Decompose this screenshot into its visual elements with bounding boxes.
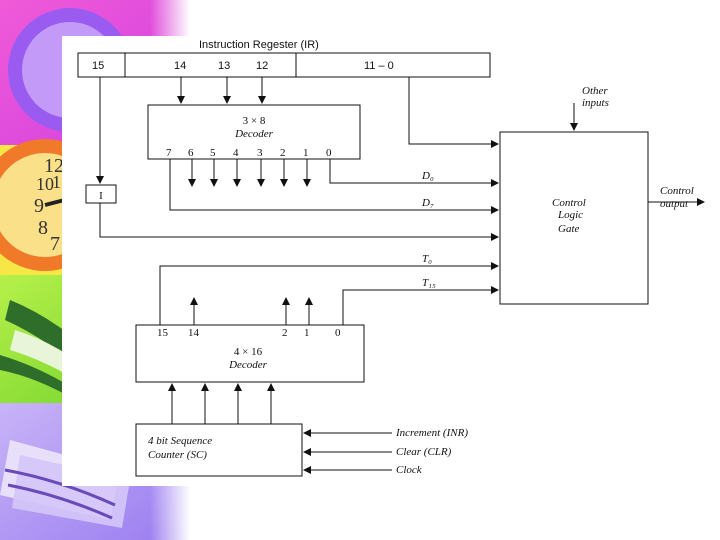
svg-text:12: 12 — [44, 155, 64, 177]
svg-text:10: 10 — [36, 174, 54, 194]
decoder-4x16-output-14: 14 — [188, 327, 200, 339]
increment-input-label: Increment (INR) — [395, 427, 468, 439]
decoder-4x16-output-1: 1 — [304, 327, 310, 339]
i-flipflop-label: I — [99, 190, 103, 202]
decoder-3x8-title: Decoder — [234, 128, 274, 140]
decoder-3x8-output-4: 4 — [233, 147, 239, 159]
clock-input-label: Clock — [396, 464, 423, 476]
ir-title: Instruction Regester (IR) — [199, 39, 319, 51]
signal-t15-label: T₁₅ — [422, 277, 436, 289]
papers-icon — [0, 440, 130, 528]
decoder-3x8-output-3: 3 — [257, 147, 263, 159]
control-output-label-line2: output — [660, 198, 689, 210]
decoder-4x16-output-0: 0 — [335, 327, 341, 339]
svg-text:9: 9 — [34, 195, 44, 217]
sequence-counter-box — [135, 423, 303, 477]
decoder-4x16-size: 4 × 16 — [234, 346, 263, 358]
i-flipflop-box — [85, 184, 117, 204]
ir-bit-14: 14 — [174, 60, 186, 72]
decoder-4x16-box — [135, 324, 365, 383]
decoder-4x16-output-15: 15 — [157, 327, 169, 339]
ir-bit-15: 15 — [92, 60, 104, 72]
clear-input-label: Clear (CLR) — [396, 446, 452, 458]
control-unit-diagram: Instruction Regester (IR) 15 14 13 12 11… — [77, 39, 705, 477]
ir-bit-12: 12 — [256, 60, 268, 72]
decoder-4x16-title: Decoder — [228, 359, 268, 371]
decoder-3x8-output-1: 1 — [303, 147, 309, 159]
sequence-counter-title-line1: 4 bit Sequence — [148, 435, 212, 447]
signal-t0-label: T₀ — [422, 253, 432, 265]
svg-text:7: 7 — [50, 233, 60, 255]
decoder-3x8-size: 3 × 8 — [243, 115, 266, 127]
signal-d7-label: D₇ — [421, 197, 434, 209]
decoder-3x8-output-7: 7 — [166, 147, 172, 159]
control-logic-title-line1: Control — [552, 197, 586, 209]
control-logic-gate-box — [499, 131, 649, 305]
ir-bits-11-0: 11 – 0 — [364, 60, 394, 72]
svg-text:8: 8 — [38, 217, 48, 239]
control-logic-title-line3: Gate — [558, 223, 580, 235]
control-output-label-line1: Control — [660, 185, 694, 197]
other-inputs-label-line2: inputs — [582, 97, 609, 109]
decoder-3x8-output-6: 6 — [188, 147, 194, 159]
diagram-card: Instruction Regester (IR) 15 14 13 12 11… — [62, 36, 720, 486]
decoder-4x16-output-2: 2 — [282, 327, 288, 339]
decoder-3x8-box — [147, 104, 361, 160]
decoder-3x8-output-5: 5 — [210, 147, 216, 159]
other-inputs-label-line1: Other — [582, 85, 608, 97]
control-logic-title-line2: Logic — [557, 209, 583, 221]
signal-d0-label: D₀ — [421, 170, 434, 182]
ir-register-box — [77, 52, 491, 78]
sequence-counter-title-line2: Counter (SC) — [148, 449, 207, 461]
decoder-3x8-output-2: 2 — [280, 147, 286, 159]
ir-bit-13: 13 — [218, 60, 230, 72]
decoder-3x8-output-0: 0 — [326, 147, 332, 159]
